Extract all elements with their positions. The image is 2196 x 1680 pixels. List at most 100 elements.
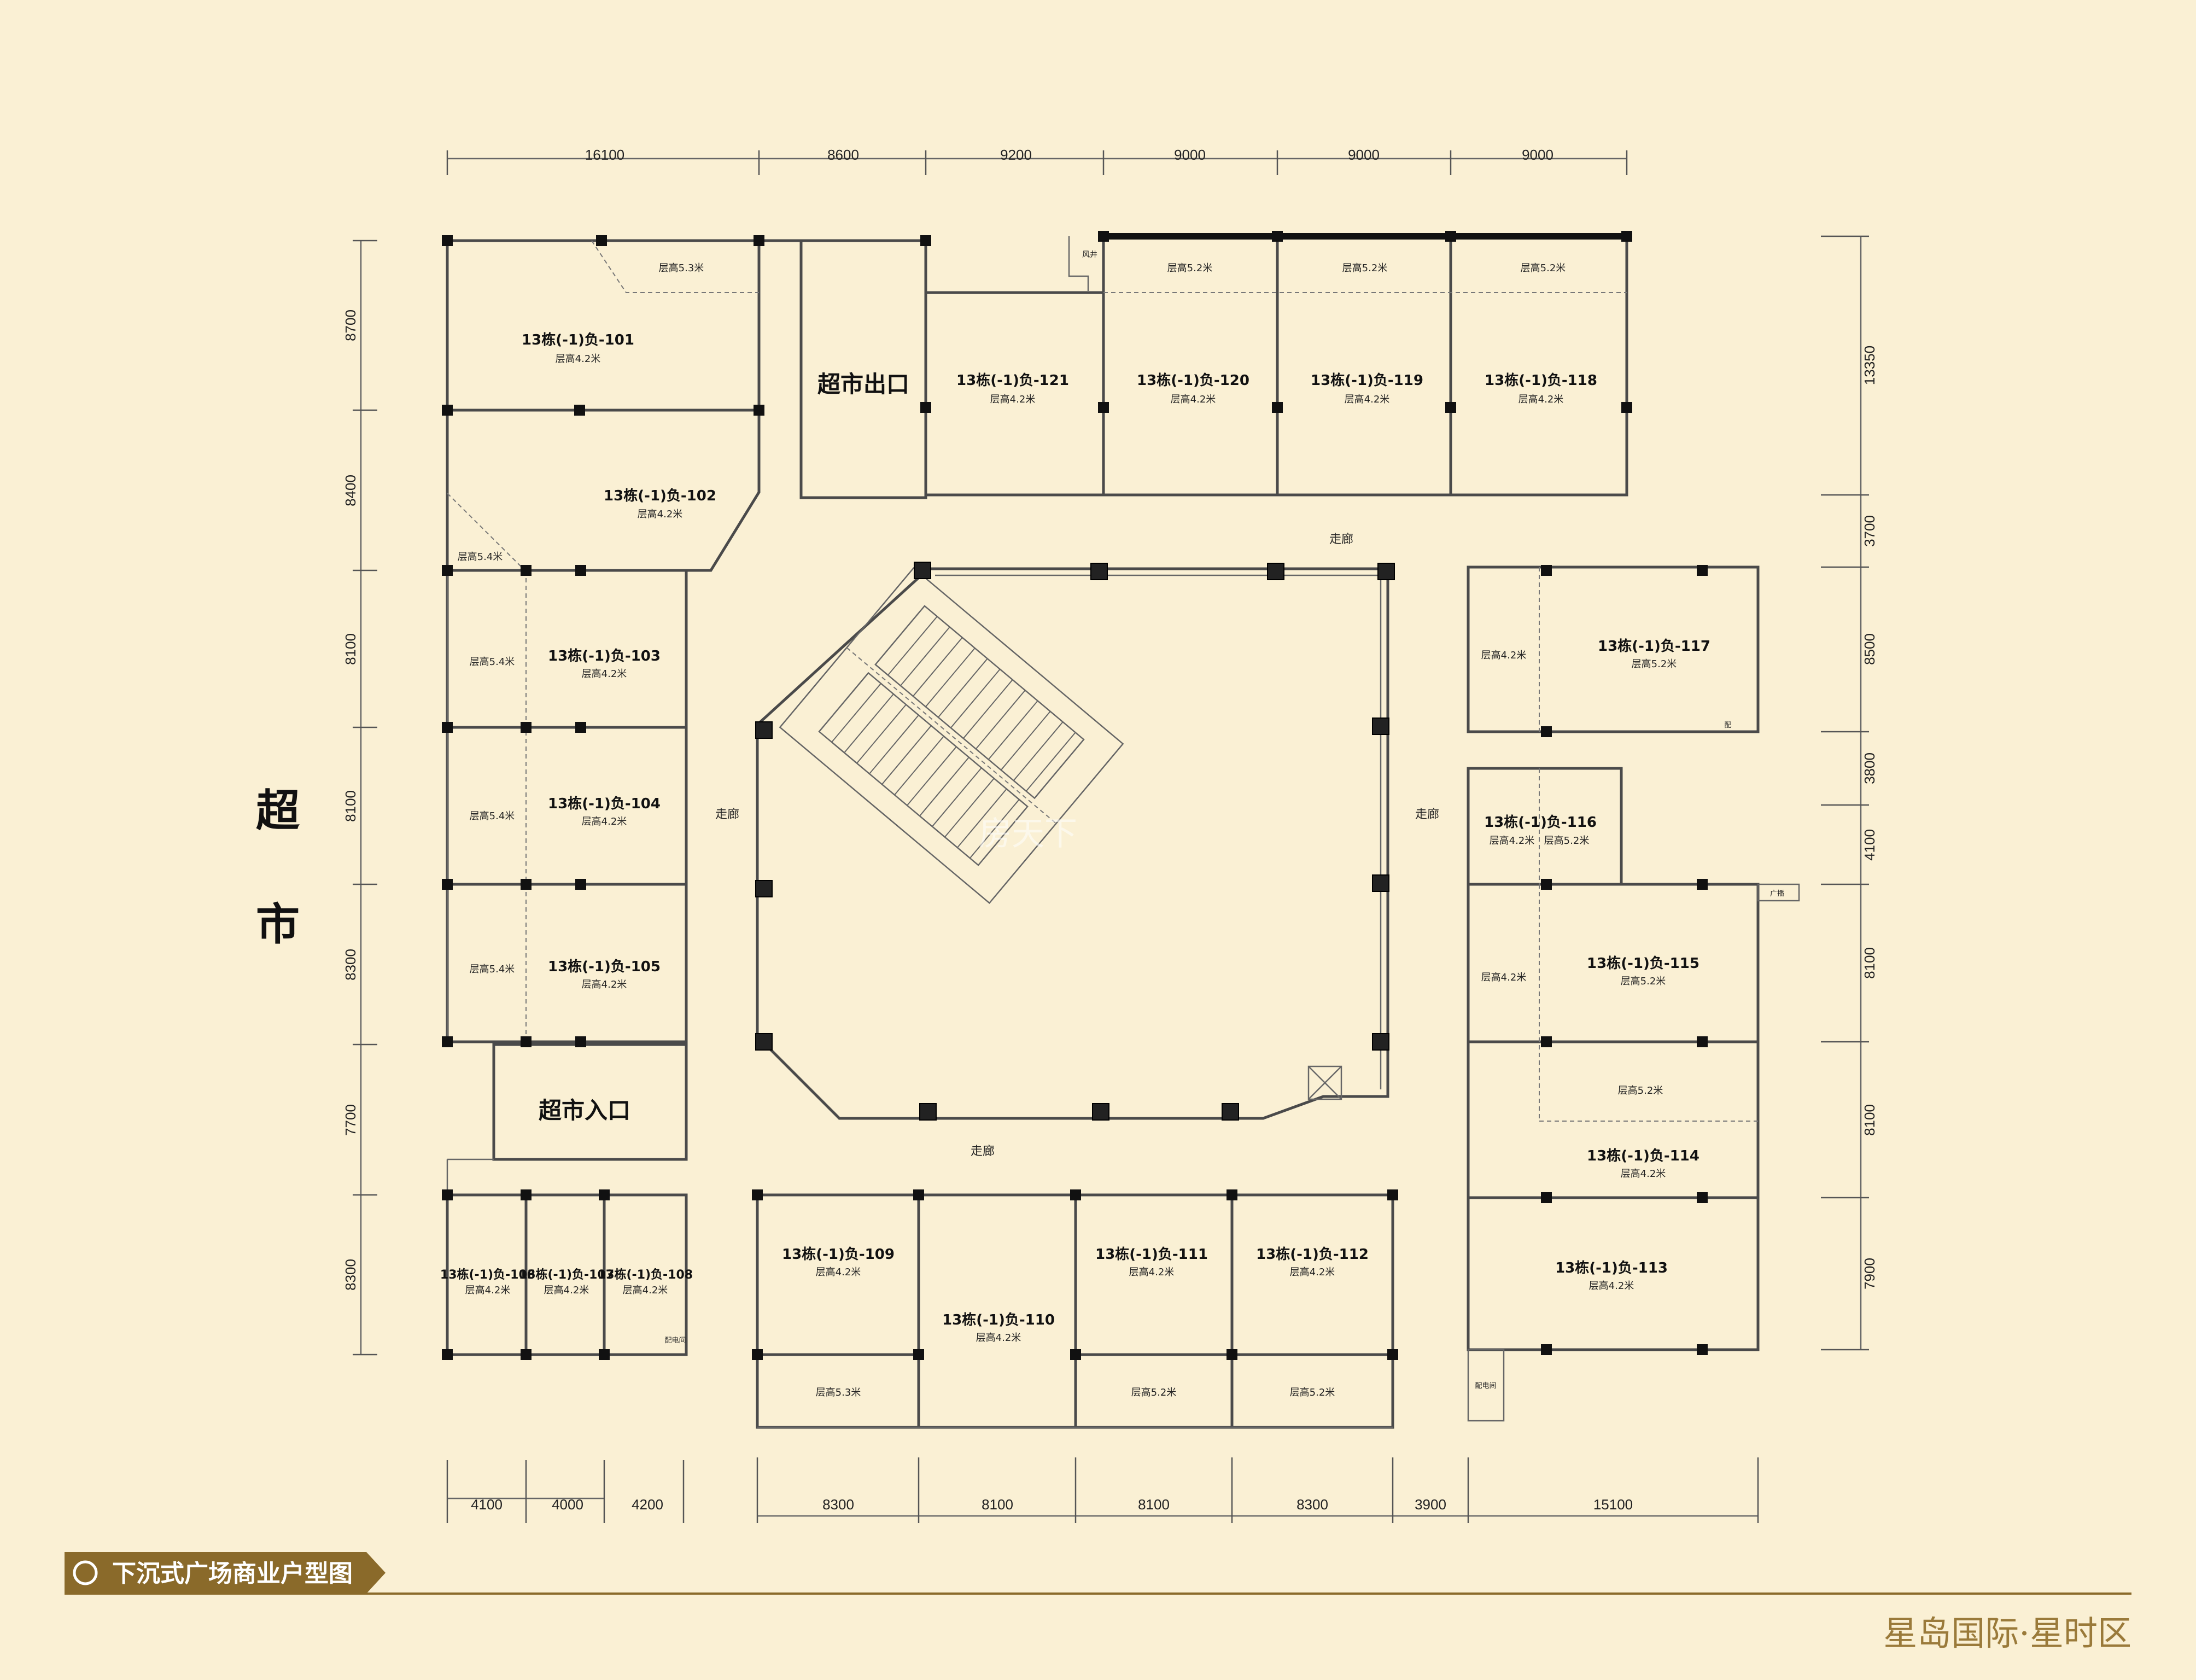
unit-109-height: 层高4.2米	[816, 1267, 861, 1278]
height-note-117-side: 层高4.2米	[1481, 650, 1527, 661]
unit-114-name: 13栋(-1)负-114	[1587, 1147, 1699, 1164]
unit-104-height: 层高4.2米	[582, 816, 627, 827]
corridor-label-top: 走廊	[1329, 533, 1353, 546]
unit-113-height: 层高4.2米	[1589, 1280, 1634, 1292]
unit-118-height: 层高4.2米	[1518, 394, 1564, 405]
area-labels: 超市出口 超市入口 超 市 走廊 走廊 走廊 走廊 风井 配电间 配电间 配 广…	[256, 250, 1784, 1390]
height-note-111-lower: 层高5.2米	[1131, 1387, 1177, 1398]
height-note-101-upper: 层高5.3米	[659, 262, 704, 274]
unit-103-name: 13栋(-1)负-103	[548, 648, 661, 664]
dim-bottom-4: 8300	[822, 1496, 854, 1513]
unit-121-name: 13栋(-1)负-121	[956, 372, 1069, 389]
title-swirl-icon	[73, 1560, 98, 1585]
height-note-104-side: 层高5.4米	[470, 810, 515, 822]
dim-left-6: 7700	[342, 1104, 359, 1136]
dim-left-1: 8700	[342, 310, 359, 341]
unit-111-height: 层高4.2米	[1129, 1267, 1175, 1278]
dim-bottom-6: 8100	[1138, 1496, 1170, 1513]
unit-117-height: 层高5.2米	[1632, 658, 1677, 670]
height-note-120-upper: 层高5.2米	[1167, 262, 1213, 274]
corridor-label-right: 走廊	[1415, 808, 1439, 821]
dim-left-3: 8100	[342, 633, 359, 665]
dimension-labels: 16100 8600 9200 9000 9000 9000 8700 8400…	[342, 147, 1878, 1513]
plan-title: 下沉式广场商业户型图	[112, 1560, 353, 1588]
unit-119-name: 13栋(-1)负-119	[1311, 372, 1423, 389]
dim-bottom-1: 4100	[471, 1496, 503, 1513]
dim-right-1: 13350	[1861, 346, 1878, 385]
unit-113-name: 13栋(-1)负-113	[1555, 1259, 1668, 1276]
height-note-109-lower: 层高5.3米	[816, 1387, 861, 1398]
unit-101-name: 13栋(-1)负-101	[522, 331, 634, 348]
unit-107-name: 13栋(-1)负-107	[519, 1268, 614, 1282]
unit-105-name: 13栋(-1)负-105	[548, 958, 661, 975]
unit-116-height-left: 层高4.2米	[1490, 835, 1535, 847]
elec-room-label: 配电间	[664, 1337, 686, 1345]
unit-108-name: 13栋(-1)负-108	[598, 1268, 693, 1282]
dim-left-5: 8300	[342, 949, 359, 981]
unit-labels: 13栋(-1)负-101 层高4.2米 13栋(-1)负-102 层高4.2米 …	[440, 331, 1710, 1344]
height-note-102-corner: 层高5.4米	[458, 551, 503, 563]
supermarket-label-2: 市	[256, 899, 300, 950]
unit-112-name: 13栋(-1)负-112	[1256, 1246, 1369, 1263]
dimension-lines	[353, 150, 1869, 1523]
dim-top-3: 9200	[1000, 147, 1032, 163]
brand-logo-text: 星岛国际·星时区	[1883, 1613, 2131, 1653]
dim-right-2: 3700	[1861, 515, 1878, 547]
dim-bottom-7: 8300	[1296, 1496, 1328, 1513]
unit-118-name: 13栋(-1)负-118	[1485, 372, 1597, 389]
title-bar: 下沉式广场商业户型图	[65, 1552, 2131, 1595]
broadcast-room-label: 广播	[1770, 890, 1784, 898]
unit-120-name: 13栋(-1)负-120	[1137, 372, 1249, 389]
unit-110-height: 层高4.2米	[976, 1332, 1021, 1344]
unit-102-name: 13栋(-1)负-102	[604, 487, 716, 504]
unit-115-height: 层高5.2米	[1621, 976, 1666, 987]
unit-109-name: 13栋(-1)负-109	[782, 1246, 895, 1263]
unit-112-height: 层高4.2米	[1290, 1267, 1335, 1278]
dim-right-4: 3800	[1861, 752, 1878, 784]
unit-117-name: 13栋(-1)负-117	[1598, 638, 1710, 655]
dim-bottom-8: 3900	[1415, 1496, 1446, 1513]
dim-bottom-5: 8100	[982, 1496, 1013, 1513]
height-note-119-upper: 层高5.2米	[1342, 262, 1388, 274]
unit-104-name: 13栋(-1)负-104	[548, 795, 661, 812]
height-note-112-lower: 层高5.2米	[1290, 1387, 1335, 1398]
dim-top-6: 9000	[1522, 147, 1553, 163]
unit-105-height: 层高4.2米	[582, 979, 627, 990]
height-note-114-upper: 层高5.2米	[1618, 1085, 1663, 1096]
corridor-label-bottom: 走廊	[971, 1145, 995, 1158]
watermark: 房天下	[979, 815, 1077, 853]
dim-right-3: 8500	[1861, 633, 1878, 665]
dim-right-8: 7900	[1861, 1258, 1878, 1290]
corridor-label-left: 走廊	[715, 808, 739, 821]
unit-116-name: 13栋(-1)负-116	[1484, 814, 1597, 831]
unit-121-height: 层高4.2米	[990, 394, 1036, 405]
dim-right-5: 4100	[1861, 829, 1878, 861]
height-notes: 层高5.3米 层高5.4米 层高5.4米 层高5.4米 层高5.4米 层高5.2…	[458, 262, 1663, 1398]
unit-108-height: 层高4.2米	[623, 1285, 668, 1296]
unit-115-name: 13栋(-1)负-115	[1587, 955, 1699, 972]
unit-111-name: 13栋(-1)负-111	[1095, 1246, 1208, 1263]
height-note-115-side: 层高4.2米	[1481, 972, 1527, 983]
escalator	[779, 567, 1124, 905]
fan-room-label: 风井	[1082, 250, 1097, 259]
unit-103-height: 层高4.2米	[582, 668, 627, 680]
columns	[442, 231, 1708, 1360]
dim-top-1: 16100	[585, 147, 624, 163]
unit-106-height: 层高4.2米	[465, 1285, 511, 1296]
dim-top-5: 9000	[1348, 147, 1380, 163]
dim-top-4: 9000	[1174, 147, 1206, 163]
supermarket-label-1: 超	[256, 785, 300, 836]
unit-107-height: 层高4.2米	[544, 1285, 589, 1296]
height-note-103-side: 层高5.4米	[470, 656, 515, 668]
dim-bottom-2: 4000	[552, 1496, 583, 1513]
unit-119-height: 层高4.2米	[1345, 394, 1390, 405]
dim-left-2: 8400	[342, 475, 359, 506]
unit-110-name: 13栋(-1)负-110	[942, 1311, 1055, 1328]
unit-120-height: 层高4.2米	[1171, 394, 1216, 405]
dim-left-7: 8300	[342, 1259, 359, 1291]
supermarket-exit-label: 超市出口	[817, 371, 909, 398]
height-note-105-side: 层高5.4米	[470, 964, 515, 975]
unit-116-height-right: 层高5.2米	[1544, 835, 1590, 847]
